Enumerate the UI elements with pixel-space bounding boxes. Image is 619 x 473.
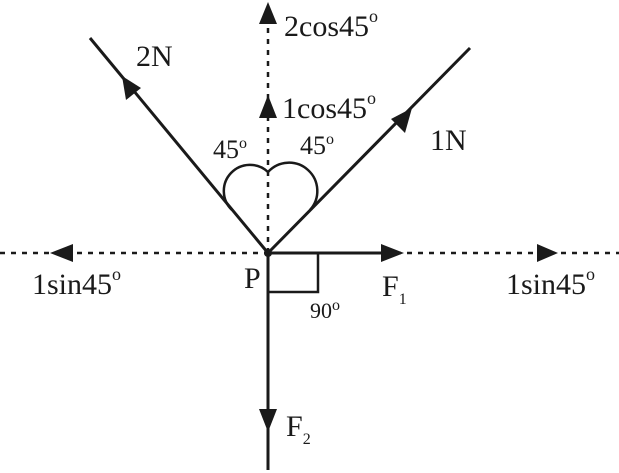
label-angle-right: 45o (300, 131, 334, 160)
arrowhead-left-sin45 (50, 244, 73, 262)
label-left-sin45: 1sin45o (32, 264, 121, 301)
arrowhead-1n (391, 108, 412, 133)
label-angle-left: 45o (213, 135, 247, 164)
arrowhead-right-sin45 (537, 244, 558, 262)
force-2n-line (88, 37, 270, 254)
label-right-sin45: 1sin45o (506, 264, 595, 301)
angle-arc-right (267, 161, 319, 211)
point-p-dot (264, 249, 272, 257)
force-1n-line (266, 46, 472, 255)
label-1n: 1N (430, 124, 467, 157)
arrowhead-1cos45 (259, 95, 277, 118)
arrowhead-f1 (381, 244, 404, 262)
label-90: 90o (310, 297, 340, 323)
right-angle-marker (268, 253, 320, 294)
label-f2: F2 (286, 410, 311, 448)
label-point-p: P (244, 262, 261, 295)
arrowhead-f2 (259, 409, 277, 432)
arrowhead-2n (122, 76, 141, 100)
label-f1: F1 (382, 270, 407, 308)
arrowhead-2cos45 (259, 2, 277, 24)
angle-arc-left (222, 163, 269, 211)
label-2n: 2N (136, 40, 173, 73)
label-2cos45: 2cos45o (284, 6, 378, 43)
label-1cos45: 1cos45o (282, 88, 376, 125)
